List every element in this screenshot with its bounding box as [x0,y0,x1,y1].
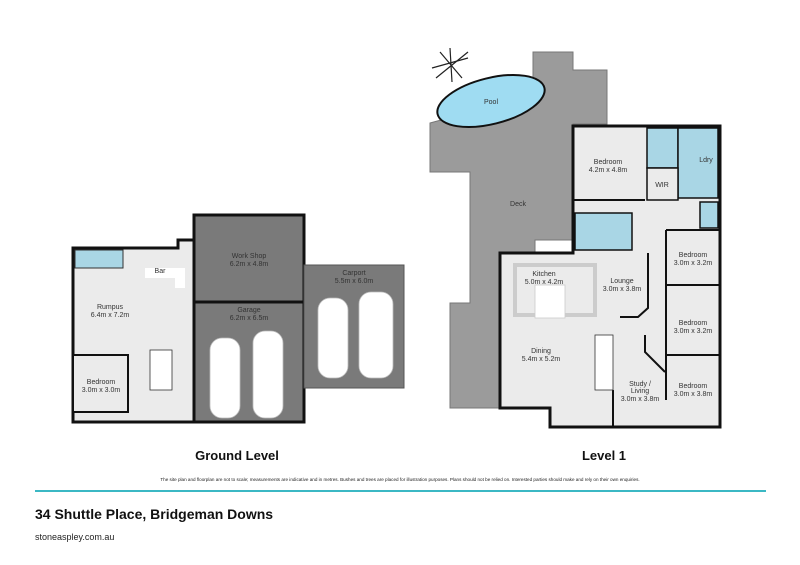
room-name: Carport [342,270,365,277]
ground-level-title: Ground Level [195,448,279,463]
car-icon [209,337,241,419]
room-size: 3.0m x 3.8m [621,396,660,403]
room-name: Pool [484,99,498,106]
room-name: Deck [510,201,526,208]
floor-plan: Work Shop 6.2m x 4.8m Carport 5.5m x 6.0… [71,47,722,429]
room-size: 6.4m x 7.2m [91,312,130,319]
kitchen-island [534,284,566,319]
ground-bedroom [72,354,129,413]
bar-counter-side [175,268,185,288]
room-size: 5.5m x 6.0m [335,278,374,285]
workshop-floor [192,213,306,304]
room-size: 4.2m x 4.8m [589,167,628,174]
disclaimer: The site plan and floorplan are not to s… [160,477,640,482]
bar-counter [145,268,185,278]
room-name: Bar [155,268,167,275]
room-size: 3.0m x 3.0m [82,387,121,394]
room-name: Kitchen [532,271,555,278]
deck [429,51,608,409]
ensuite [646,127,679,169]
room-name: WIR [655,182,669,189]
room-name: Lounge [610,278,633,285]
room-size: 3.0m x 3.2m [674,328,713,335]
room-name: Bedroom [679,383,708,390]
stairs [594,334,614,391]
ground-level-plan: Work Shop 6.2m x 4.8m Carport 5.5m x 6.0… [71,213,405,424]
room-name: Living [631,388,649,395]
room-size: 6.2m x 6.5m [230,315,269,322]
toilet [699,201,719,229]
car-icon [358,291,394,379]
room-size: 6.2m x 4.8m [230,261,269,268]
wir [646,167,679,201]
room-name: Ldry [699,157,713,164]
room-size: 3.0m x 3.2m [674,260,713,267]
room-name: Bedroom [87,379,116,386]
car-icon [317,297,349,379]
level-1-plan: Pool Deck Bedroom 4.2m x 4.8m WIR Ldry K… [429,47,722,429]
room-name: Garage [237,307,260,314]
room-name: Rumpus [97,304,124,311]
room-size: 5.0m x 4.2m [525,279,564,286]
wall [620,253,649,318]
level-1-title: Level 1 [581,448,627,463]
room-name: Bedroom [594,159,623,166]
laundry [677,127,719,199]
ground-bathroom [74,249,124,269]
room-name: Study / [629,381,651,388]
wall [644,335,666,373]
room-size: 3.0m x 3.8m [674,391,713,398]
palm-tree-icon [431,47,469,83]
room-name: Bedroom [679,320,708,327]
pool [436,74,546,128]
divider [35,490,766,492]
car-icon [252,330,284,419]
room-size: 5.4m x 5.2m [522,356,561,363]
room-name: Work Shop [232,253,267,260]
room-size: 3.0m x 3.8m [603,286,642,293]
property-address: 34 Shuttle Place, Bridgeman Downs [35,506,274,522]
room-name: Bedroom [679,252,708,259]
room-name: Dining [531,348,551,355]
stairs [149,349,173,391]
website-link[interactable]: stoneaspley.com.au [35,532,115,542]
bathroom [574,212,633,251]
